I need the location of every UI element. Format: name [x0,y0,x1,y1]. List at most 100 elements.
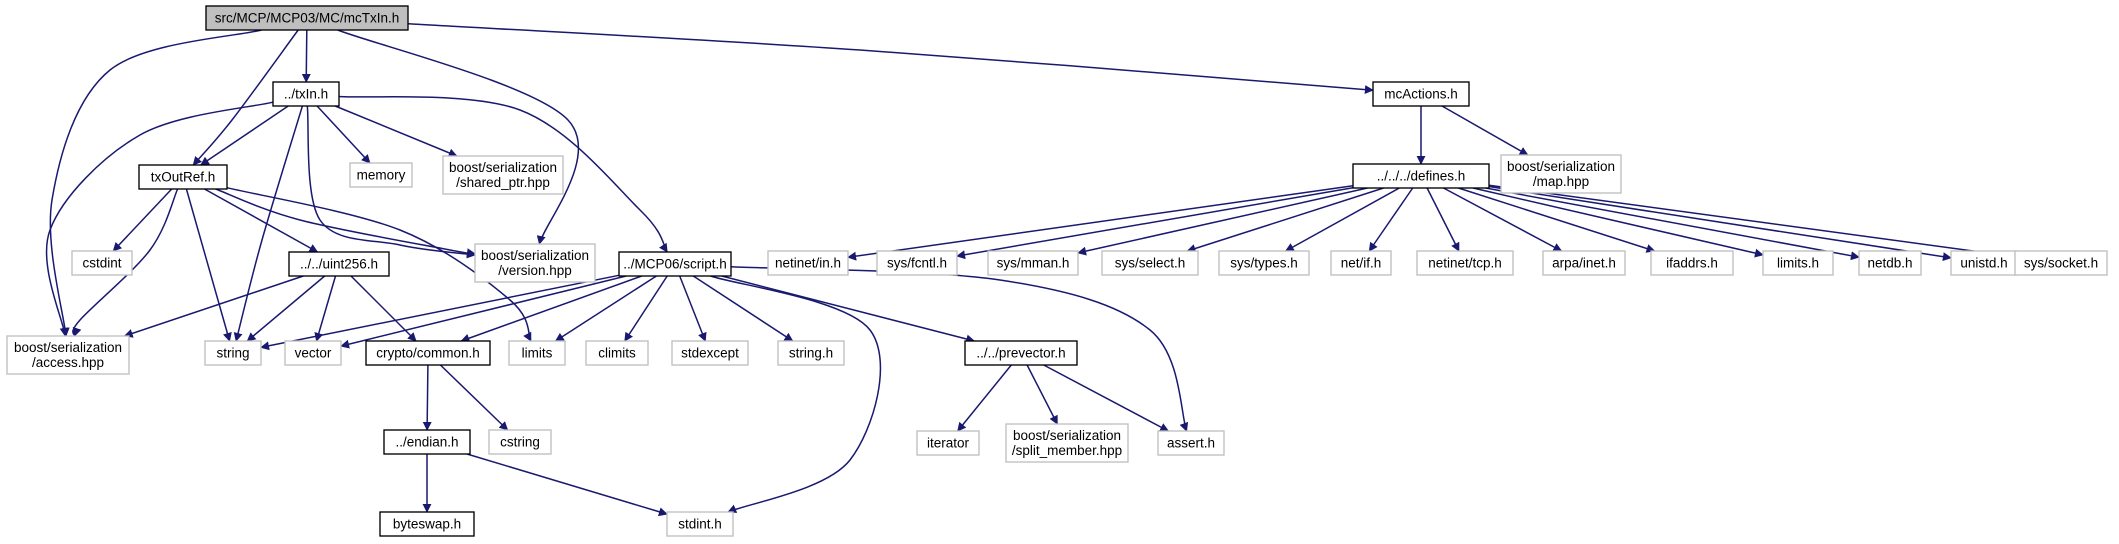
node-crypto_common[interactable]: crypto/common.h [365,340,491,366]
node-label-stdexcept: stdexcept [681,346,739,361]
node-box-sys_socket [2014,250,2108,276]
edge-txoutref-to-uint256 [204,188,319,253]
node-label-netinet_tcp: netinet/tcp.h [1428,256,1502,271]
edge-script-to-crypto_common [460,275,642,343]
node-endian[interactable]: ../endian.h [383,429,471,455]
edge-script-to-prevector [721,275,976,344]
node-label-cstring: cstring [500,435,540,450]
edge-defines-to-limits_h [1472,187,1764,258]
node-txin[interactable]: ../txIn.h [272,81,340,107]
node-label-endian: ../endian.h [395,435,458,450]
node-box-memory [349,162,413,188]
node-access: boost/serialization/access.hpp [6,335,130,375]
node-netinet_in: netinet/in.h [767,250,849,276]
node-shared_ptr: boost/serialization/shared_ptr.hpp [442,155,564,195]
node-box-ifaddrs [1650,250,1734,276]
edge-crypto_common-to-endian [422,364,432,431]
node-box-arpa_inet [1542,250,1626,276]
node-string: string [204,340,262,366]
node-box-unistd [1950,250,2018,276]
edge-root-to-access [49,29,262,337]
node-limits_h: limits.h [1762,250,1834,276]
node-box-map [1500,154,1622,194]
node-script[interactable]: ../MCP06/script.h [618,251,732,277]
edge-defines-to-sys_types [1284,187,1400,252]
node-box-climits [585,340,649,366]
edge-root-to-mcactions [407,23,1374,95]
node-box-script [618,251,732,277]
node-stdexcept: stdexcept [671,340,749,366]
edge-root-to-version [337,29,580,245]
node-assert_h: assert.h [1157,430,1225,456]
edge-defines-to-sys_socket [1488,184,2016,261]
edge-defines-to-unistd [1488,185,1952,262]
node-txoutref[interactable]: txOutRef.h [138,164,228,190]
node-sys_socket: sys/socket.h [2014,250,2108,276]
edge-script-to-string [260,274,620,351]
node-byteswap[interactable]: byteswap.h [379,511,475,537]
node-box-stdexcept [671,340,749,366]
node-cstring: cstring [488,429,552,455]
node-box-sys_mman [987,250,1079,276]
node-label-arpa_inet: arpa/inet.h [1552,256,1616,271]
node-vector: vector [284,340,342,366]
node-label-memory: memory [357,168,406,183]
node-label-txin: ../txIn.h [284,87,328,102]
node-label-split_member-line-2: /split_member.hpp [1012,443,1122,458]
node-label-iterator: iterator [927,436,970,451]
node-label-version-line-1: boost/serialization [481,248,589,263]
edge-defines-to-netinet_tcp [1426,187,1460,252]
node-box-string_h [777,340,845,366]
edge-script-to-vector [340,275,627,349]
node-stdint: stdint.h [666,511,734,537]
node-sys_mman: sys/mman.h [987,250,1079,276]
node-map: boost/serialization/map.hpp [1500,154,1622,194]
node-label-sys_select: sys/select.h [1115,256,1186,271]
node-netinet_tcp: netinet/tcp.h [1416,250,1514,276]
node-sys_fcntl: sys/fcntl.h [876,250,958,276]
edge-prevector-to-assert_h [1043,364,1170,432]
node-box-iterator [916,430,980,456]
node-box-txoutref [138,164,228,190]
node-cstdint: cstdint [71,250,133,276]
node-label-string: string [216,346,249,361]
edge-crypto_common-to-cstring [439,364,509,431]
node-label-sys_fcntl: sys/fcntl.h [887,256,947,271]
edge-defines-to-netdb [1485,187,1860,261]
edge-script-to-string_h [692,275,794,342]
node-label-txoutref: txOutRef.h [151,170,216,185]
node-defines[interactable]: ../../../defines.h [1352,163,1490,189]
node-unistd: unistd.h [1950,250,2018,276]
node-box-root [205,5,409,31]
node-box-defines [1352,163,1490,189]
edge-txin-to-shared_ptr [334,105,458,158]
node-root[interactable]: src/MCP/MCP03/MC/mcTxIn.h [205,5,409,31]
node-label-net_if: net/if.h [1341,256,1382,271]
node-label-sys_types: sys/types.h [1230,256,1298,271]
node-uint256[interactable]: ../../uint256.h [288,251,390,277]
node-memory: memory [349,162,413,188]
node-label-split_member-line-1: boost/serialization [1013,428,1121,443]
edge-txin-to-txoutref [200,105,289,166]
edge-txin-to-version [306,105,476,259]
node-arpa_inet: arpa/inet.h [1542,250,1626,276]
edge-txin-to-access [45,101,274,337]
node-box-endian [383,429,471,455]
node-version: boost/serialization/version.hpp [474,243,596,283]
node-mcactions[interactable]: mcActions.h [1372,81,1470,107]
node-box-sys_types [1218,250,1310,276]
node-box-limits_h [1762,250,1834,276]
node-box-sys_fcntl [876,250,958,276]
node-box-access [6,335,130,375]
node-label-crypto_common: crypto/common.h [376,346,480,361]
node-label-assert_h: assert.h [1167,436,1215,451]
edge-prevector-to-iterator [957,364,1012,432]
edge-script-to-stdexcept [679,275,707,342]
edge-defines-to-sys_mman [1077,187,1368,256]
node-iterator: iterator [916,430,980,456]
edge-txin-to-memory [316,105,371,164]
node-split_member: boost/serialization/split_member.hpp [1005,423,1129,463]
edge-txin-to-script [338,95,668,253]
node-prevector[interactable]: ../../prevector.h [964,340,1078,366]
